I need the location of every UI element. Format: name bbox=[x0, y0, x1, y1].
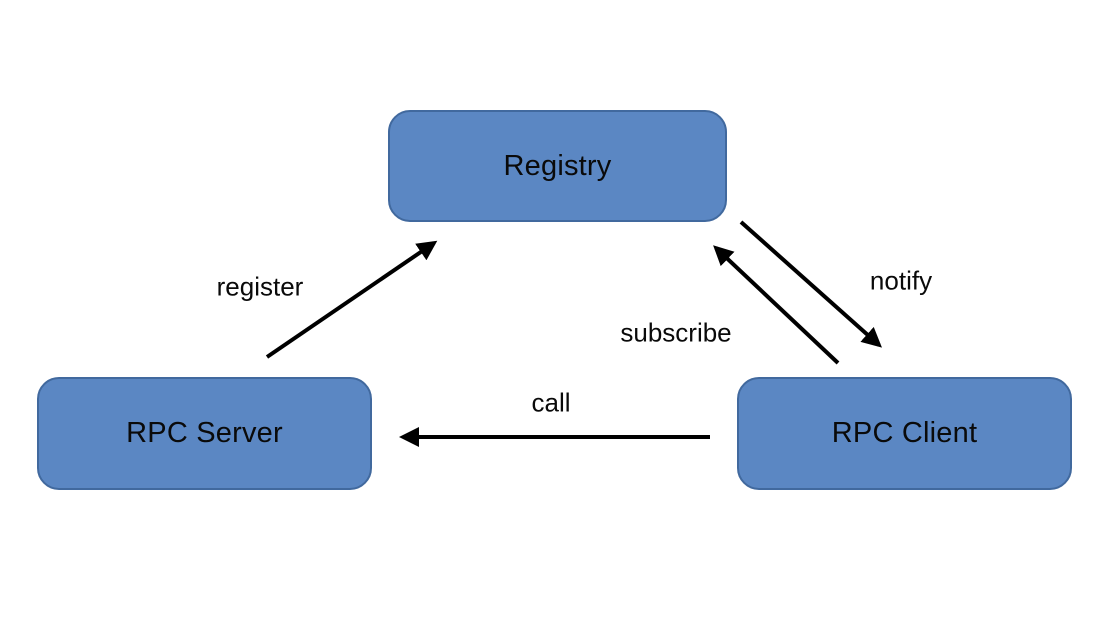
notify-arrow bbox=[739, 220, 882, 348]
edge-label-call: call bbox=[531, 387, 571, 418]
node-rpc-server: RPC Server bbox=[37, 377, 372, 490]
edge-label-subscribe: subscribe bbox=[620, 317, 732, 348]
node-rpc-client-label: RPC Client bbox=[831, 417, 978, 449]
node-rpc-server-label: RPC Server bbox=[126, 417, 283, 449]
edge-label-notify: notify bbox=[869, 265, 933, 296]
node-rpc-client: RPC Client bbox=[737, 377, 1072, 490]
subscribe-arrow bbox=[713, 245, 840, 365]
node-registry-label: Registry bbox=[503, 149, 612, 182]
node-registry: Registry bbox=[388, 110, 727, 222]
edge-label-register: register bbox=[216, 271, 304, 302]
